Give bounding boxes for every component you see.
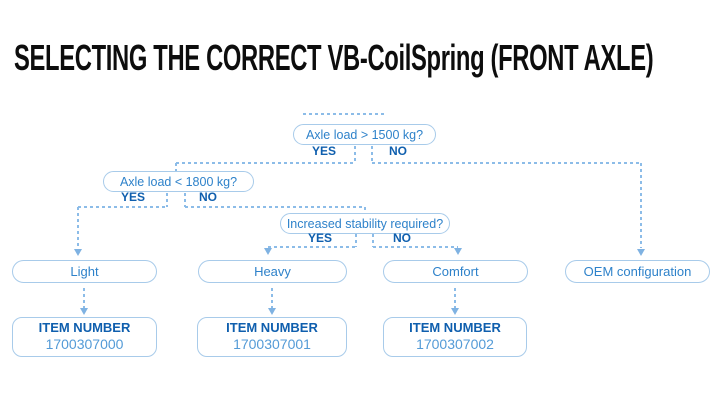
connector-heavy-item: [271, 288, 273, 308]
connector-d3-no-stub: [372, 234, 374, 247]
item-number-heading: ITEM NUMBER: [226, 320, 318, 336]
connector-d2-no-stub: [184, 193, 186, 207]
decision-question: Increased stability required?: [286, 216, 444, 231]
outcome-pill-oem-configuration: OEM configuration: [565, 260, 710, 283]
outcome-pill-comfort: Comfort: [383, 260, 528, 283]
item-number-value: 1700307001: [233, 336, 311, 353]
decision-pill-axle-load-1800: Axle load < 1800 kg?: [103, 171, 254, 192]
decision-question: Axle load < 1800 kg?: [119, 174, 238, 189]
item-number-value: 1700307002: [416, 336, 494, 353]
item-number-value: 1700307000: [45, 336, 124, 353]
arrow-down-icon: [454, 248, 462, 255]
item-number-card-comfort: ITEM NUMBER 1700307002: [383, 317, 527, 357]
page-title: SELECTING THE CORRECT VB-CoilSpring (FRO…: [14, 37, 654, 78]
decision-pill-increased-stability: Increased stability required?: [280, 213, 450, 234]
connector-d2-yes-h: [78, 206, 167, 208]
connector-top-stub: [303, 113, 387, 115]
connector-light-item: [83, 288, 85, 308]
outcome-label: OEM configuration: [583, 264, 692, 279]
arrow-down-icon: [451, 308, 459, 315]
item-number-card-heavy: ITEM NUMBER 1700307001: [197, 317, 347, 357]
connector-d3-no-h: [373, 246, 458, 248]
yes-label-d3: YES: [307, 231, 332, 245]
decision-question: Axle load > 1500 kg?: [305, 127, 424, 142]
item-number-card-light: ITEM NUMBER 1700307000: [12, 317, 157, 357]
no-label-d3: NO: [393, 231, 411, 245]
yes-label-d1: YES: [311, 144, 336, 158]
outcome-label: Light: [70, 264, 99, 279]
connector-d1-no-drop: [640, 163, 642, 248]
outcome-label: Heavy: [254, 264, 291, 279]
item-number-heading: ITEM NUMBER: [409, 320, 501, 336]
connector-d1-yes-h: [176, 162, 355, 164]
outcome-pill-light: Light: [12, 260, 157, 283]
connector-d1-yes-stub: [354, 146, 356, 162]
arrow-down-icon: [80, 308, 88, 315]
outcome-label: Comfort: [432, 264, 479, 279]
connector-d1-yes-drop: [175, 163, 177, 171]
arrow-down-icon: [74, 249, 82, 256]
connector-d2-yes-stub: [166, 193, 168, 207]
outcome-pill-heavy: Heavy: [198, 260, 347, 283]
no-label-d1: NO: [389, 144, 407, 158]
arrow-down-icon: [264, 248, 272, 255]
connector-d1-no-h: [372, 162, 641, 164]
decision-pill-axle-load-1500: Axle load > 1500 kg?: [293, 124, 436, 145]
connector-d3-yes-stub: [355, 234, 357, 247]
connector-d2-no-drop: [364, 207, 366, 213]
connector-d2-no-h: [185, 206, 365, 208]
connector-d3-yes-h: [268, 246, 356, 248]
connector-comfort-item: [454, 288, 456, 308]
item-number-heading: ITEM NUMBER: [38, 320, 131, 336]
connector-d1-no-stub: [371, 146, 373, 162]
arrow-down-icon: [637, 249, 645, 256]
yes-label-d2: YES: [120, 190, 145, 204]
arrow-down-icon: [268, 308, 276, 315]
no-label-d2: NO: [199, 190, 217, 204]
connector-d2-yes-drop: [77, 207, 79, 249]
